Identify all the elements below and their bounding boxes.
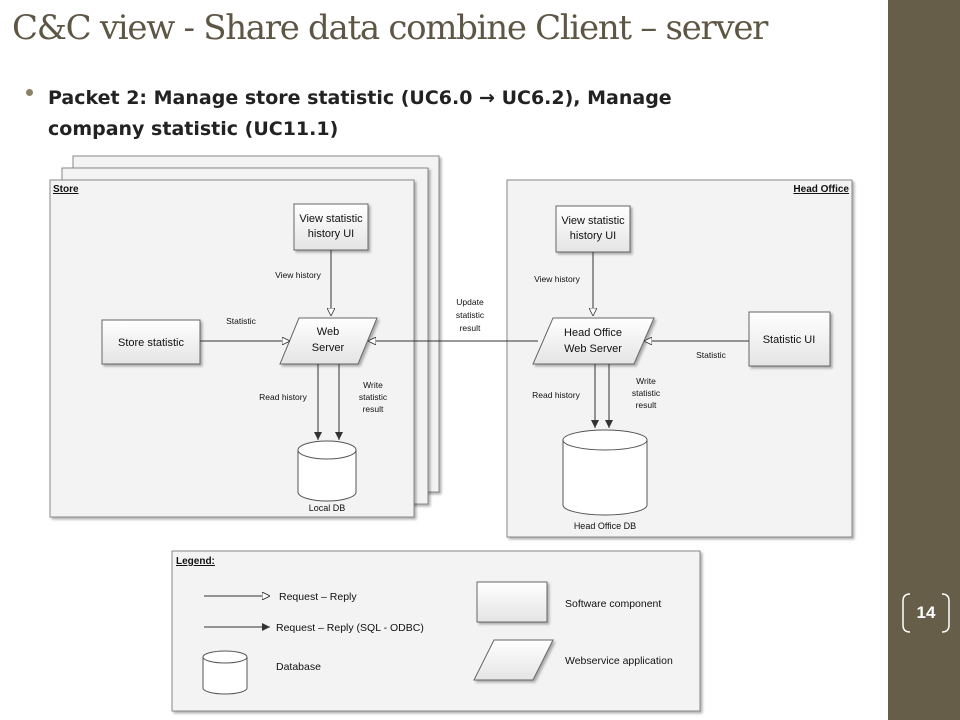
store-web-server-line1: Web [317,326,339,338]
ho-web-server-line1: Head Office [564,327,622,339]
ho-view-ui-line1: View statistic [561,215,625,227]
store-local-db-label: Local DB [309,503,346,513]
ho-write-line3: result [636,400,657,410]
store-frame-title: Store [53,184,79,195]
legend-software-component-label: Software component [565,598,661,610]
ho-web-server: Head Office Web Server [532,317,655,365]
store-read-history-label: Read history [259,392,307,402]
ho-read-history-label: Read history [532,390,580,400]
ho-statistic-ui: Statistic UI [748,311,831,367]
store-write-line1: Write [363,380,383,390]
page-number-text: 14 [916,603,936,622]
bullet-dot-icon [26,89,33,96]
update-label-line2: statistic [456,310,485,320]
store-local-db: Local DB [297,440,357,513]
store-view-history-label: View history [275,270,321,280]
legend-database-icon [202,650,248,695]
update-label-line1: Update [456,297,484,307]
ho-write-line1: Write [636,376,656,386]
ho-statistic-connector-label: Statistic [696,350,727,360]
store-view-ui-line1: View statistic [299,213,363,225]
update-label-line3: result [460,323,481,333]
legend: Legend: Request – Reply Request – Reply … [171,550,701,712]
page-number: 14 [898,592,954,634]
bullet-line-1: Packet 2: Manage store statistic (UC6.0 … [48,87,672,109]
store-statistic-label: Store statistic [118,337,185,349]
ho-web-server-line2: Web Server [564,343,622,355]
ho-view-statistic-ui: View statistic history UI [555,205,631,253]
legend-request-reply-sql-label: Request – Reply (SQL - ODBC) [276,622,424,634]
store-statistic-connector-label: Statistic [226,316,257,326]
bullet-text: Packet 2: Manage store statistic (UC6.0 … [48,83,808,145]
right-accent-bar [888,0,960,720]
legend-webservice-label: Webservice application [565,655,673,667]
ho-view-history-label: View history [534,274,580,284]
bullet-line-2: company statistic (UC11.1) [48,118,339,140]
store-view-statistic-ui: View statistic history UI [293,203,369,251]
store-write-line2: statistic [359,392,388,402]
ho-statistic-ui-label: Statistic UI [763,334,816,346]
legend-software-component-icon [476,581,548,623]
legend-webservice-icon [473,639,554,681]
legend-request-reply-label: Request – Reply [279,591,357,603]
ho-db: Head Office DB [562,429,648,531]
store-view-ui-line2: history UI [308,228,354,240]
store-write-line3: result [363,404,384,414]
slide-title: C&C view - Share data combine Client – s… [12,8,768,48]
legend-database-label: Database [276,661,321,673]
store-web-server-line2: Server [312,342,345,354]
cc-diagram: Store Head Office View statistic history… [49,155,853,712]
ho-view-ui-line2: history UI [570,230,616,242]
ho-write-line2: statistic [632,388,661,398]
store-web-server: Web Server [279,317,378,365]
ho-db-label: Head Office DB [574,521,636,531]
head-office-frame-title: Head Office [793,184,849,195]
legend-title: Legend: [176,556,215,567]
store-statistic-component: Store statistic [101,319,201,365]
page-number-bracket-icon [902,593,950,633]
